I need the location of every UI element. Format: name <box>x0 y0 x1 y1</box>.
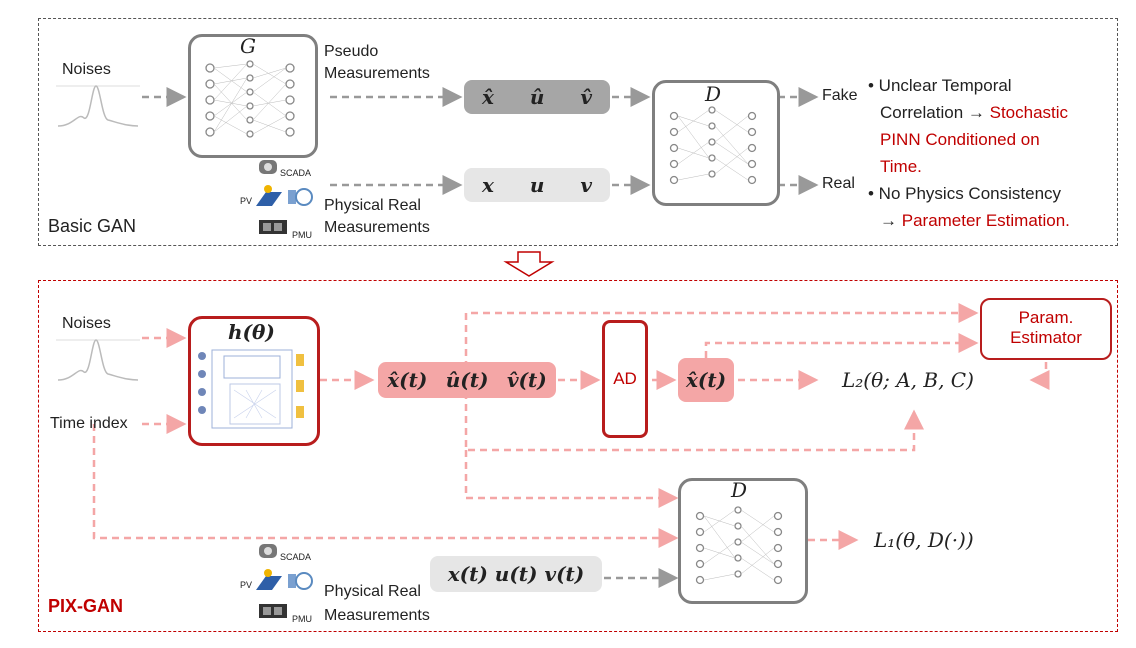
real-var-u: u <box>529 173 545 197</box>
network-icon <box>695 506 783 585</box>
network-icon <box>669 106 757 185</box>
param-estimator-line-2: Estimator <box>1010 328 1082 347</box>
fake-var-x: x̂ <box>481 85 494 109</box>
param-estimator-line-1: Param. <box>1018 308 1074 327</box>
real-var-x: x <box>481 173 494 197</box>
noise-curve-icon <box>56 339 140 381</box>
pv-panel-icon <box>256 569 313 590</box>
real-meas-label-2: Measurements <box>324 219 430 236</box>
gen-var-v: v̂(t) <box>506 368 547 392</box>
real-var-v: v <box>580 173 592 197</box>
ad-output-var: x̂(t) <box>685 368 727 392</box>
discriminator-symbol: D <box>705 82 722 106</box>
noises-label: Noises <box>62 315 111 332</box>
note-1-line-4: Time. <box>880 157 922 176</box>
discriminator-box <box>652 80 780 206</box>
pmu-label: PMU <box>292 230 312 240</box>
basic-gan-title: Basic GAN <box>48 216 137 236</box>
physics-loss-l2: L₂(θ; A, B, C) <box>842 368 974 392</box>
ad-label: AD <box>613 369 637 388</box>
note-2-highlight: Parameter Estimation. <box>901 211 1070 230</box>
note-2-line-2: → Parameter Estimation. <box>880 211 1070 231</box>
note-1-line-3: PINN Conditioned on <box>880 130 1040 149</box>
pv-panel-icon <box>256 185 313 206</box>
fake-label: Fake <box>822 87 858 104</box>
fake-var-v: v̂ <box>580 85 592 109</box>
scada-icon <box>259 160 277 174</box>
ad-output-box: x̂(t) <box>678 358 734 402</box>
pix-gan-panel <box>38 280 1118 632</box>
real-meas-label-1: Physical Real <box>324 197 421 214</box>
fake-var-u: û <box>529 85 545 109</box>
real-vars-text: x(t) u(t) v(t) <box>447 562 585 586</box>
gen-var-u: û(t) <box>445 368 489 392</box>
adversarial-loss-l1: L₁(θ, D(·)) <box>874 528 974 552</box>
scada-label: SCADA <box>280 552 312 562</box>
pv-label: PV <box>240 580 253 590</box>
generator-symbol: G <box>240 34 256 58</box>
discriminator-symbol: D <box>731 478 748 502</box>
pinn-network-icon <box>198 349 304 429</box>
ad-box: AD <box>602 320 648 438</box>
scada-label: SCADA <box>280 168 312 178</box>
pmu-icon <box>259 604 287 618</box>
noise-curve-icon <box>56 85 140 127</box>
note-1-line-2: Correlation → Stochastic <box>880 103 1068 123</box>
pseudo-label-1: Pseudo <box>324 43 379 60</box>
pix-gan-title: PIX-GAN <box>48 596 124 616</box>
real-label: Real <box>822 175 855 192</box>
real-vars-box: x u v <box>464 168 610 202</box>
pinn-generator-symbol: h(θ) <box>228 320 275 344</box>
pseudo-label-2: Measurements <box>324 65 430 82</box>
basic-gan-panel <box>38 18 1118 246</box>
pmu-label: PMU <box>292 614 312 624</box>
network-icon <box>205 60 295 138</box>
note-2-line-1: • No Physics Consistency <box>868 184 1062 203</box>
generated-vars-box: x̂(t) û(t) v̂(t) <box>378 362 556 398</box>
time-index-label: Time index <box>50 415 128 432</box>
real-vars-box: x(t) u(t) v(t) <box>430 556 602 592</box>
pmu-icon <box>259 220 287 234</box>
note-1-highlight: Stochastic <box>989 103 1069 122</box>
note-2-arrow: → <box>880 211 897 230</box>
gen-var-x: x̂(t) <box>387 368 428 392</box>
param-estimator-box: Param. Estimator <box>980 298 1112 360</box>
real-meas-label-2: Measurements <box>324 607 430 624</box>
note-1-line-1: • Unclear Temporal <box>868 76 1012 95</box>
down-arrow <box>503 251 555 277</box>
fake-vars-box: x̂ û v̂ <box>464 80 610 114</box>
noises-label: Noises <box>62 61 111 78</box>
pv-label: PV <box>240 196 253 206</box>
scada-icon <box>259 544 277 558</box>
note-1-text: Correlation → <box>880 103 985 122</box>
real-meas-label-1: Physical Real <box>324 583 421 600</box>
